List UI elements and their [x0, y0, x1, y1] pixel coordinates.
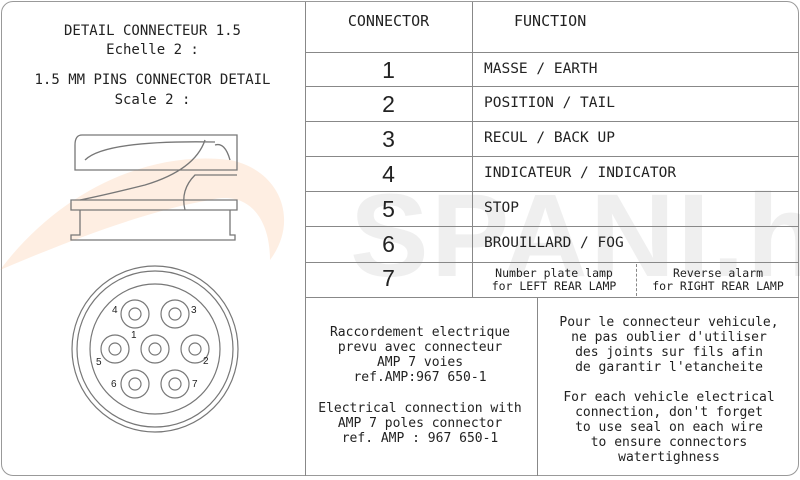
divider-row7-num [472, 262, 473, 297]
pin-label-1: 1 [131, 330, 137, 341]
pin-3-circle [160, 299, 190, 329]
row-3-function: RECUL / BACK UP [484, 130, 615, 146]
pin-1-circle [148, 342, 162, 356]
row-4-num: 4 [382, 161, 395, 187]
row-6-num: 6 [382, 231, 395, 257]
title-fr: DETAIL CONNECTEUR 1.5 [63, 23, 241, 39]
row-7-right-line1: Reverse alarm [672, 266, 763, 280]
row-3-num: 3 [382, 126, 395, 152]
title-en: 1.5 MM PINS CONNECTOR DETAIL [34, 72, 271, 88]
row-line [305, 297, 799, 298]
row-7-right: Reverse alarm for RIGHT REAR LAMP [637, 267, 799, 293]
pin-6-circle [120, 369, 150, 399]
watermark-text: SPANI.hu [350, 170, 800, 302]
row-4-function: INDICATEUR / INDICATOR [484, 165, 677, 181]
pin-label-7: 7 [192, 379, 198, 390]
row-1-num: 1 [382, 57, 395, 83]
watermark-swoosh [0, 158, 285, 270]
pin-5-circle [108, 342, 122, 356]
divider-table [472, 2, 473, 262]
pin-label-2: 2 [203, 356, 209, 367]
row-2-function: POSITION / TAIL [484, 95, 615, 111]
pin-label-4: 4 [112, 305, 118, 316]
pin-2-circle [188, 342, 202, 356]
row-5-function: STOP [484, 200, 519, 216]
row-7-num: 7 [382, 265, 395, 291]
row-7-left-line2: for LEFT REAR LAMP [491, 279, 617, 293]
pin-1-circle [140, 334, 170, 364]
pin-7-circle [168, 377, 182, 391]
row-6-function: BROUILLARD / FOG [484, 235, 624, 251]
scale-fr: Echelle 2 : [106, 42, 199, 58]
note-en-left: Electrical connection with AMP 7 poles c… [318, 401, 522, 446]
note-fr-right: Pour le connecteur vehicule, ne pas oubl… [559, 315, 779, 375]
pin-label-6: 6 [111, 379, 117, 390]
row-5-num: 5 [382, 196, 395, 222]
header-function: FUNCTION [514, 12, 587, 30]
scale-en: Scale 2 : [114, 92, 191, 108]
pin-label-5: 5 [96, 357, 102, 368]
divider-row7 [636, 264, 637, 296]
connector-face-view [71, 265, 239, 433]
row-line [305, 191, 799, 192]
row-7-left-line1: Number plate lamp [495, 266, 613, 280]
pin-7-circle [160, 369, 190, 399]
pin-2-circle [180, 334, 210, 364]
pin-6-circle [128, 377, 142, 391]
header-connector: CONNECTOR [347, 12, 430, 30]
note-fr-left: Raccordement electrique prevu avec conne… [329, 325, 510, 385]
pin-label-3: 3 [191, 305, 197, 316]
pin-4-circle [128, 307, 142, 321]
pin-4-circle [120, 299, 150, 329]
row-line [305, 156, 799, 157]
row-7-right-line2: for RIGHT REAR LAMP [652, 279, 784, 293]
divider-left [305, 2, 306, 476]
row-line [305, 52, 799, 53]
pin-3-circle [168, 307, 182, 321]
row-line [305, 121, 799, 122]
row-line [305, 262, 799, 263]
row-2-num: 2 [382, 91, 395, 117]
row-line [305, 226, 799, 227]
row-line [305, 86, 799, 87]
note-en-right: For each vehicle electrical connection, … [563, 390, 775, 465]
divider-notes [537, 297, 538, 476]
row-1-function: MASSE / EARTH [484, 61, 598, 77]
pin-5-circle [100, 334, 130, 364]
connector-side-view [70, 134, 238, 241]
row-7-left: Number plate lamp for LEFT REAR LAMP [472, 267, 636, 293]
